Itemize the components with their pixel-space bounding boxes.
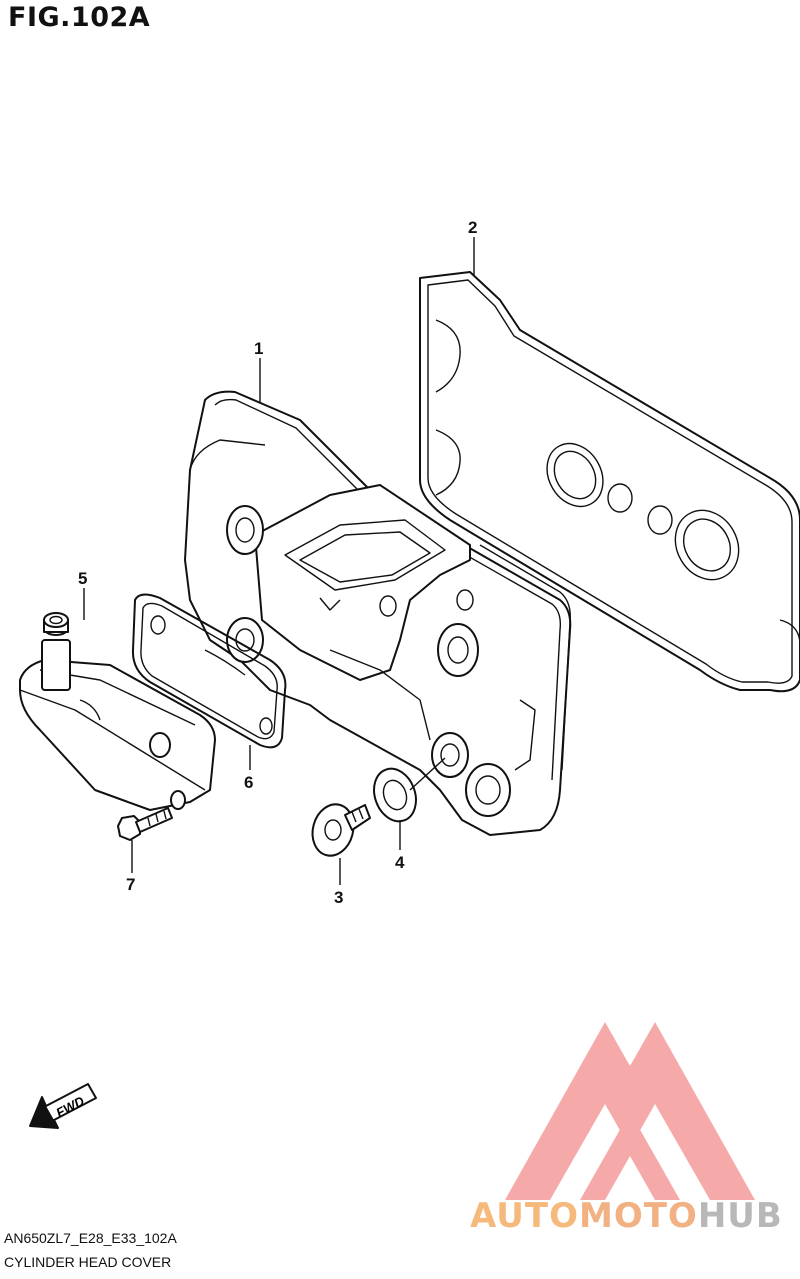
bolt-part-3[interactable] [307,800,371,861]
watermark-moto: MOTO [578,1196,698,1236]
breather-cover-part-5[interactable] [19,612,216,811]
watermark-logo-icon [505,1022,755,1200]
gasket-part-2[interactable] [419,271,800,693]
gasket-part-6[interactable] [131,593,287,749]
callout-1: 1 [254,339,263,358]
callout-7: 7 [126,875,135,894]
callout-5: 5 [78,569,87,588]
cylinder-head-cover-part-1[interactable] [184,390,572,836]
model-code: AN650ZL7_E28_E33_102A [4,1230,177,1246]
watermark-auto: AUTO [470,1196,579,1236]
callout-6: 6 [244,773,253,792]
fwd-arrow-icon: FWD [29,1083,97,1129]
washer-part-4[interactable] [367,763,423,827]
watermark-text: AUTOMOTOHUB [470,1196,783,1236]
callout-3: 3 [334,888,343,907]
section-name: CYLINDER HEAD COVER [4,1254,172,1270]
callout-2: 2 [468,218,477,237]
figure-title: FIG.102A [8,2,151,33]
leader-lines [83,237,475,885]
bolt-part-7[interactable] [117,807,173,841]
callout-4: 4 [395,853,405,872]
watermark-hub: HUB [697,1196,783,1236]
